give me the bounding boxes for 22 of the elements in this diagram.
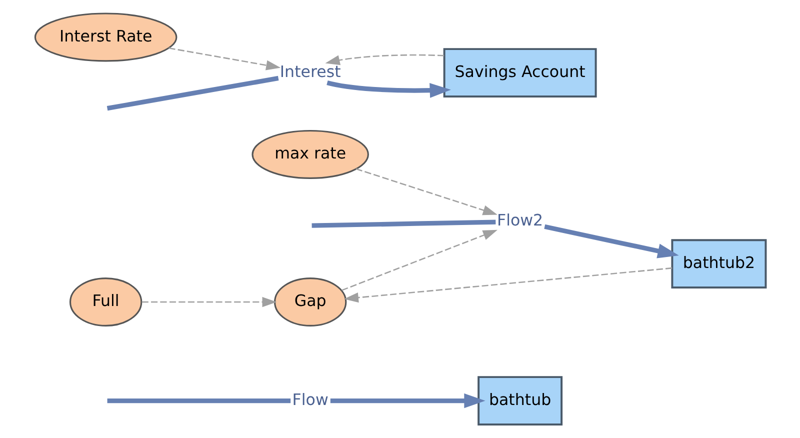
connector (106, 398, 290, 404)
arrow (355, 168, 497, 216)
node-box: bathtub2 (670, 239, 766, 288)
node-ellipse: Full (68, 277, 142, 326)
node-box: bathtub (477, 376, 562, 426)
node-text: Flow2 (496, 210, 543, 230)
connector (311, 220, 496, 228)
arrow (343, 267, 672, 303)
node-ellipse: max rate (251, 130, 368, 179)
arrow (326, 80, 450, 98)
node-text: Interest (279, 62, 340, 81)
node-ellipse: Interst Rate (34, 12, 177, 62)
node-box: Savings Account (442, 48, 596, 98)
node-ellipse: Gap (273, 277, 346, 326)
node-text: Flow (292, 390, 328, 409)
arrow (330, 393, 485, 408)
arrow (341, 230, 497, 291)
connector (106, 76, 278, 111)
arrow (141, 296, 276, 308)
arrow (324, 54, 444, 66)
arrow (544, 224, 678, 258)
arrow (168, 47, 280, 70)
